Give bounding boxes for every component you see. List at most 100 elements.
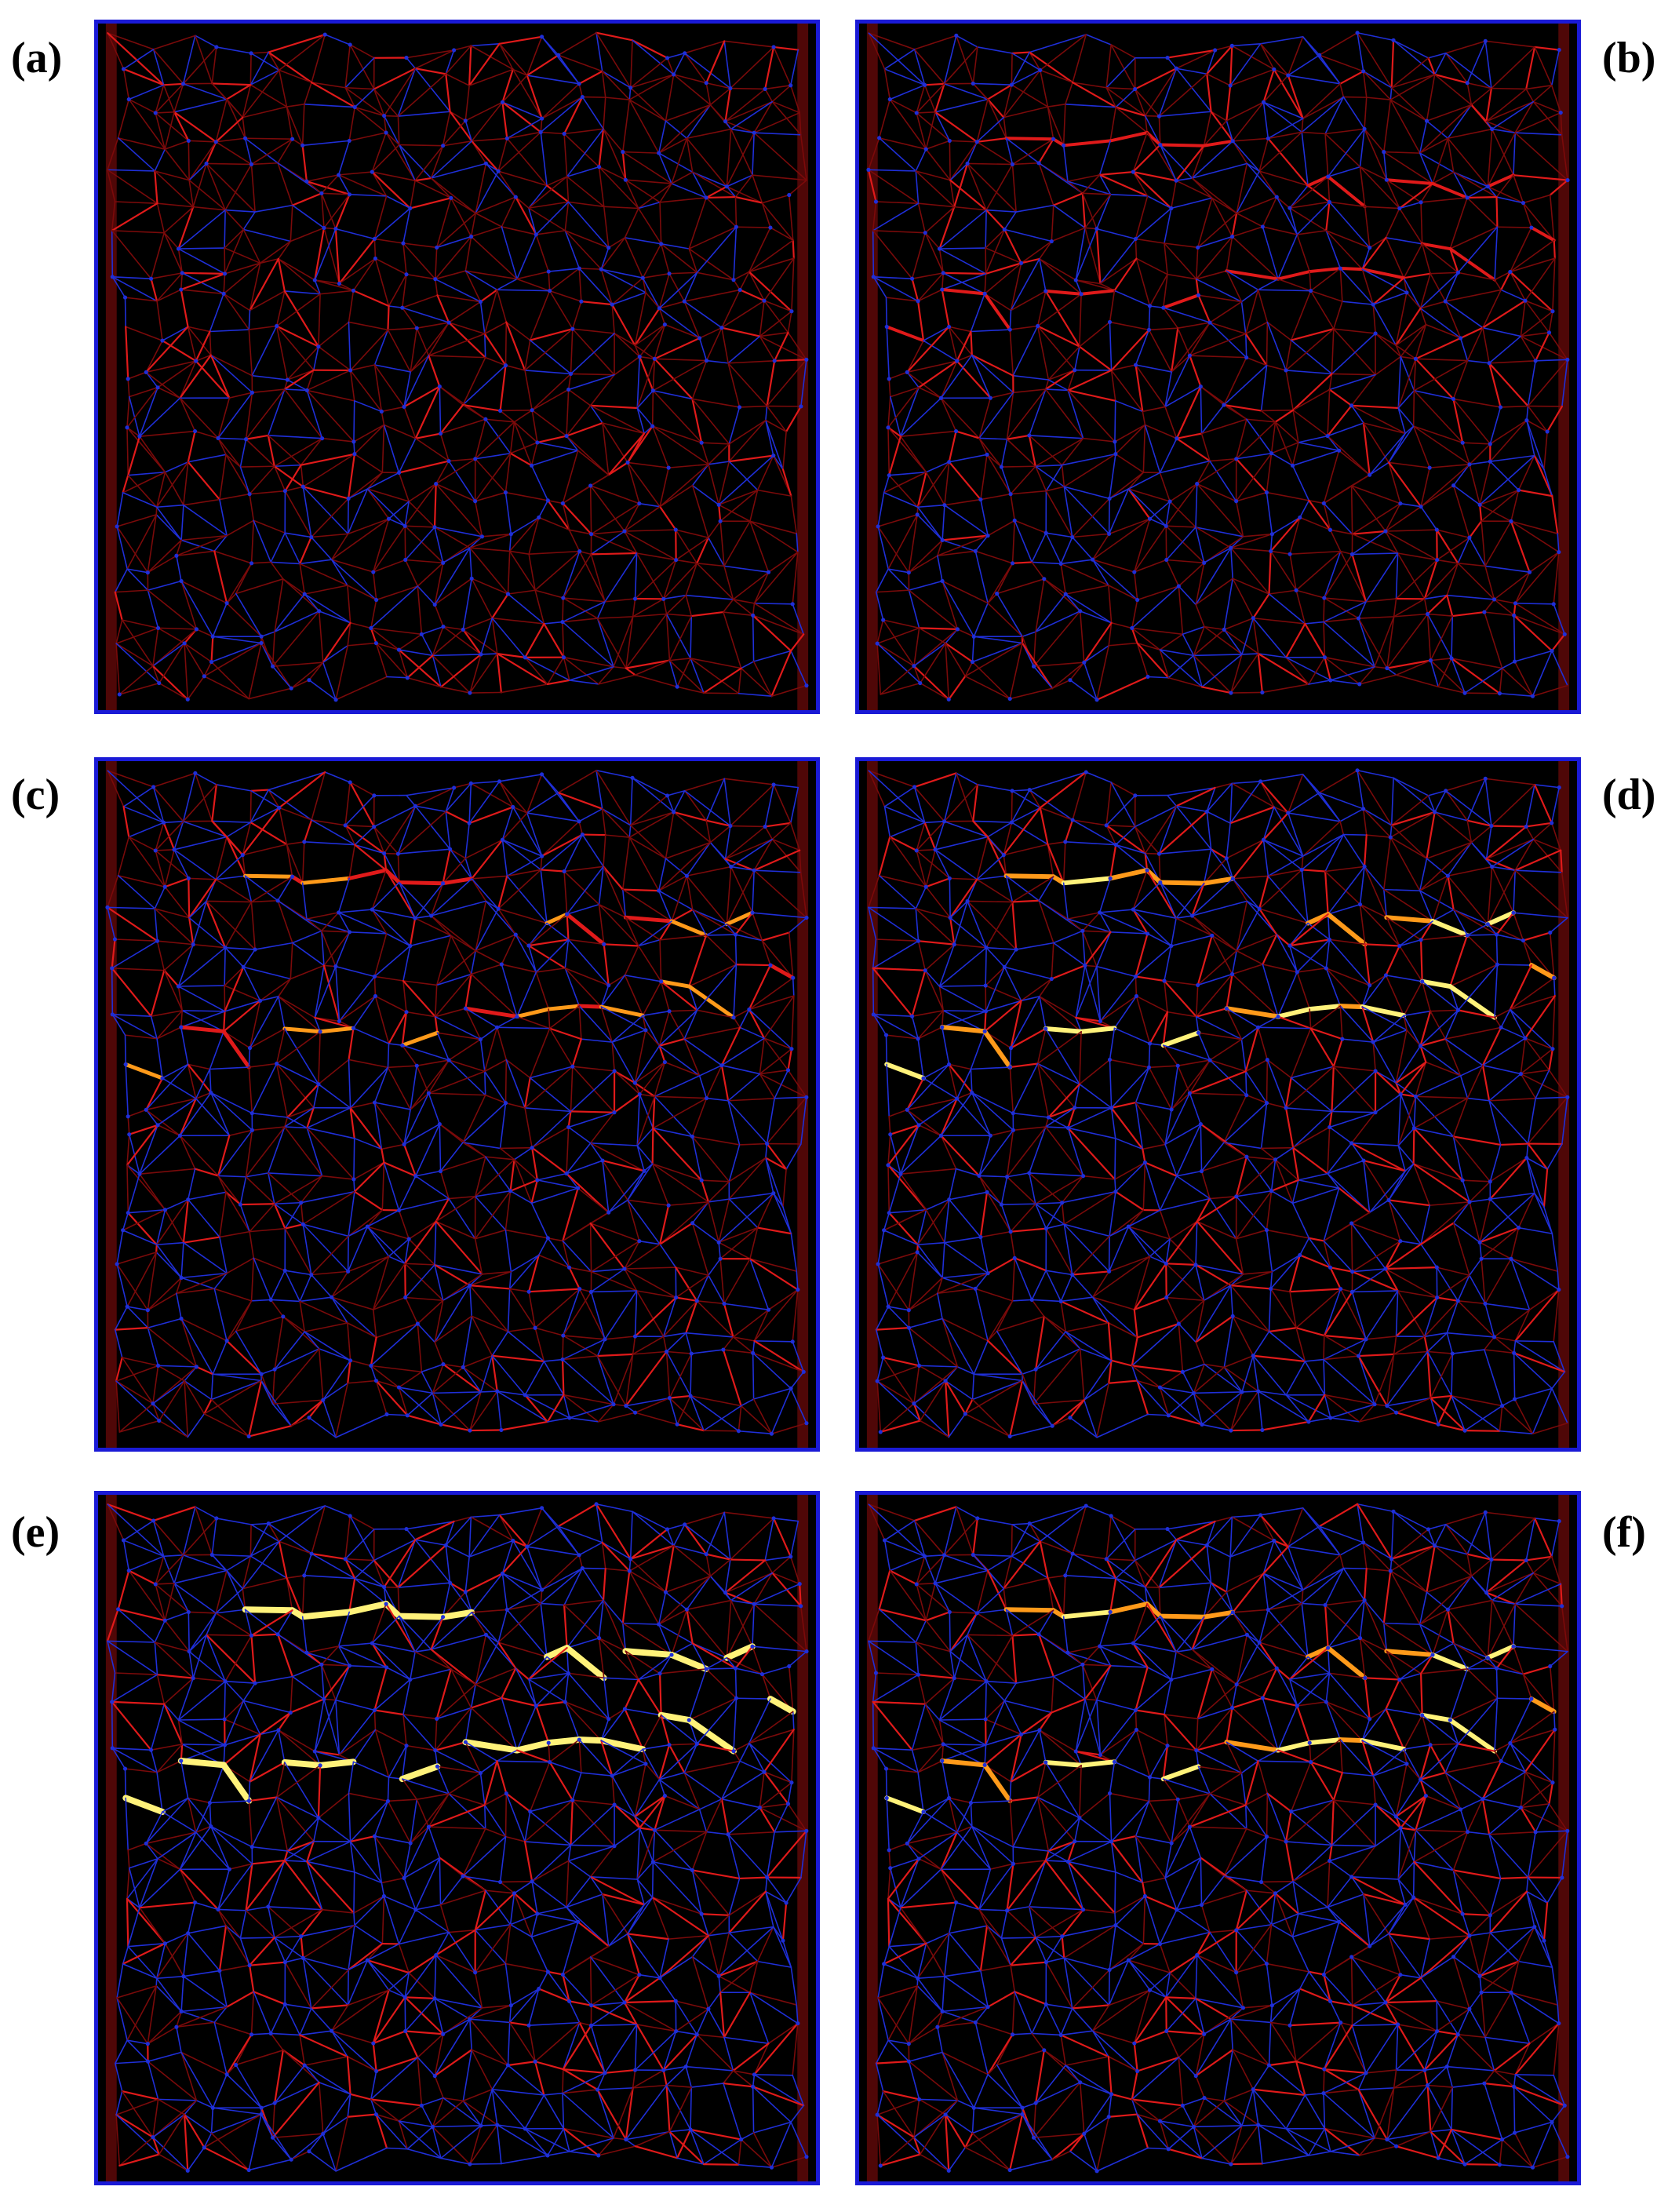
fiber-edge [330, 518, 390, 560]
fiber-edge [603, 865, 627, 919]
fiber-edge [484, 1059, 508, 1073]
crosslink-node [596, 165, 602, 169]
fiber-edge [569, 1417, 599, 1423]
fiber-edge [508, 516, 540, 552]
fiber-edge [1359, 166, 1366, 208]
crosslink-node [579, 299, 584, 304]
fiber-edge [691, 463, 709, 486]
crosslink-node [402, 1142, 406, 1146]
fiber-edge [790, 1387, 807, 1424]
fiber-edge [1302, 833, 1345, 857]
stressed-fiber-edge [669, 919, 708, 938]
crosslink-node [1043, 530, 1048, 535]
fiber-edge [598, 166, 605, 208]
fiber-edge [1109, 488, 1130, 500]
fiber-edge [1266, 452, 1273, 494]
fiber-edge [1419, 841, 1473, 891]
fiber-edge [1403, 277, 1422, 309]
crosslink-node [562, 131, 566, 137]
fiber-edge [164, 877, 190, 888]
fiber-edge [1191, 900, 1248, 917]
fiber-edge [301, 882, 308, 920]
fiber-edge [566, 128, 604, 177]
fiber-edge [986, 98, 1005, 118]
fiber-edge [1132, 170, 1178, 182]
crosslink-node [452, 785, 457, 790]
crosslink-node [965, 161, 970, 166]
fiber-edge [184, 642, 206, 677]
crosslink-node [923, 82, 927, 87]
fiber-edge [607, 432, 646, 476]
fiber-edge [625, 179, 661, 203]
fiber-edge [1133, 559, 1167, 573]
fiber-edge [1382, 99, 1392, 153]
fiber-edge [348, 453, 356, 500]
fiber-edge [152, 772, 196, 788]
fiber-edge [406, 1011, 436, 1018]
fiber-edge [628, 824, 632, 838]
fiber-edge [330, 559, 348, 586]
fiber-edge [1164, 242, 1197, 280]
crosslink-node [1130, 625, 1135, 631]
crosslink-node [1274, 195, 1279, 199]
fiber-edge [1165, 483, 1198, 527]
fiber-edge [1171, 197, 1213, 210]
crosslink-node [330, 1295, 334, 1299]
fiber-edge [373, 207, 411, 240]
fiber-edge [139, 1135, 181, 1175]
fiber-edge [548, 271, 551, 292]
fiber-edge [759, 310, 792, 337]
fiber-edge [1513, 132, 1516, 176]
fiber-edge [718, 504, 751, 523]
crosslink-node [661, 596, 666, 601]
fiber-edge [676, 658, 691, 688]
fiber-edge [563, 133, 568, 177]
fiber-edge [1232, 101, 1265, 142]
crosslink-node [282, 1268, 287, 1273]
crosslink-node [538, 129, 543, 134]
fiber-edge [286, 106, 293, 140]
fiber-edge [504, 1190, 512, 1231]
fiber-edge [563, 597, 606, 603]
crosslink-node [500, 100, 505, 104]
fiber-edge [1481, 520, 1486, 567]
fiber-edge [260, 1368, 275, 1375]
fiber-edge [956, 772, 974, 822]
fiber-edge [602, 865, 624, 891]
fiber-edge [435, 973, 472, 1018]
fiber-edge [1005, 875, 1014, 903]
crosslink-node [704, 195, 708, 200]
fiber-edge [563, 870, 568, 915]
fiber-edge [660, 981, 670, 1012]
fiber-edge [1114, 441, 1116, 455]
fiber-edge [274, 437, 323, 468]
fiber-edge [1339, 821, 1345, 836]
fiber-edge [948, 326, 958, 362]
fiber-edge [564, 201, 570, 231]
fiber-edge [435, 1220, 476, 1240]
crosslink-node [1202, 560, 1207, 565]
stressed-fiber-edge [1430, 919, 1470, 938]
fiber-edge [703, 1405, 742, 1431]
crosslink-node [249, 390, 255, 395]
fiber-edge [375, 1323, 419, 1339]
crosslink-node [1287, 206, 1292, 210]
fiber-edge [122, 1208, 166, 1231]
crosslink-node [1465, 195, 1470, 200]
fiber-edge [1178, 585, 1184, 636]
fiber-edge [156, 300, 163, 341]
fiber-edge [270, 1270, 286, 1301]
fiber-edge [508, 1270, 512, 1290]
fiber-edge [691, 398, 703, 444]
fiber-edge [534, 1327, 545, 1362]
fiber-edge [1158, 73, 1208, 117]
crosslink-node [351, 288, 356, 293]
fiber-edge [1330, 665, 1375, 681]
fiber-edge [251, 1062, 278, 1114]
fiber-edge [209, 329, 250, 333]
fiber-edge [209, 293, 224, 333]
fiber-edge [1201, 654, 1243, 688]
fiber-edge [468, 1285, 511, 1290]
crosslink-node [1434, 527, 1439, 532]
fiber-edge [719, 489, 759, 522]
